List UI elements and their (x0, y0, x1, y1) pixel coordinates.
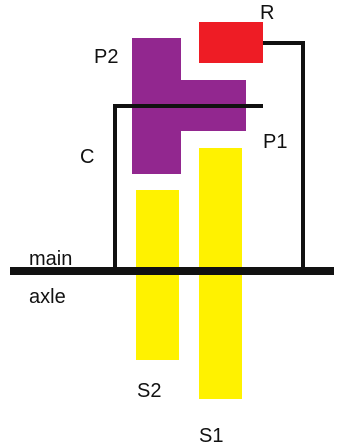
main-axle-label: main (29, 248, 73, 270)
sun-2-label: S2 (137, 380, 162, 402)
ring-gear (199, 22, 263, 63)
planet-2-label: P2 (94, 46, 119, 68)
planet-1-label: P1 (263, 131, 288, 153)
ring-label: R (260, 2, 275, 24)
carrier-label: C (80, 146, 95, 168)
carrier-line (113, 104, 263, 271)
main-axle-label-2: axle (29, 286, 66, 308)
sun-1-label: S1 (199, 425, 224, 447)
ring-connector-line (263, 41, 305, 271)
